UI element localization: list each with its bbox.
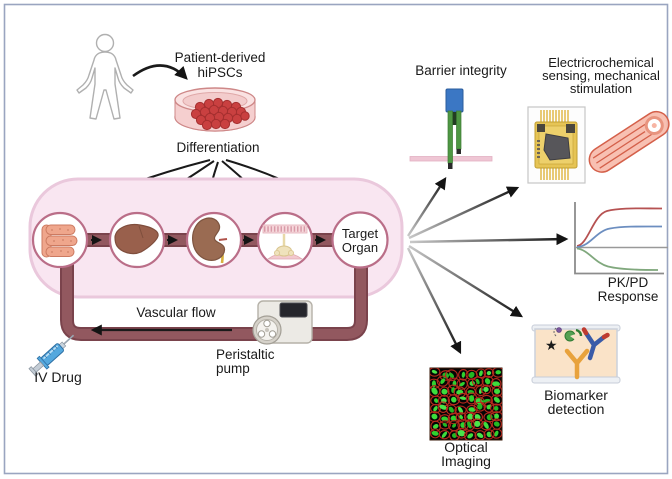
substrate-star-icon: ★ xyxy=(545,337,558,353)
organ-module-kidney xyxy=(185,211,243,269)
pkpd-curve-red xyxy=(576,207,663,247)
capture-antibody-icon xyxy=(564,348,590,380)
barrier-integrity-label: Barrier integrity xyxy=(415,63,507,78)
vascular-flow-label: Vascular flow xyxy=(136,305,216,320)
syringe-icon xyxy=(28,334,75,377)
liver-icon xyxy=(114,223,159,255)
biomarker-assay-icon: ★ xyxy=(531,324,621,384)
organ-module-alveolus xyxy=(256,211,314,269)
person-to-dish-arrow xyxy=(132,64,188,80)
human-figure-icon xyxy=(76,33,134,120)
electro-label-line3: stimulation xyxy=(570,81,632,96)
organ-module-liver xyxy=(108,211,166,269)
biomarker-label-line1: Biomarker xyxy=(544,387,608,403)
target-organ-label-line1: Target xyxy=(342,226,379,241)
pkpd-curve-green xyxy=(576,247,659,271)
fluorescence-micrograph-icon xyxy=(429,367,503,441)
optical-label-line2: Imaging xyxy=(441,453,491,469)
organ-module-intestine xyxy=(31,211,89,269)
flexible-electrode-icon xyxy=(588,110,670,173)
microelectrode-chip-icon xyxy=(527,106,586,184)
kidney-vessel xyxy=(218,238,228,241)
electro-label-line2: sensing, mechanical xyxy=(542,68,660,83)
intestine-icon xyxy=(41,224,78,258)
kidney-icon xyxy=(192,217,226,261)
pkpd-curve-blue xyxy=(576,225,663,248)
biomarker-label-line2: detection xyxy=(548,401,605,417)
optical-label-line1: Optical xyxy=(444,439,488,455)
pkpd-graph xyxy=(574,202,668,275)
petri-dish-icon xyxy=(174,87,256,132)
electro-label-line1: Electricrochemical xyxy=(548,55,654,70)
readout-fanout-arrows xyxy=(406,176,569,355)
pkpd-label-line2: Response xyxy=(598,289,659,304)
iv-drug-label: IV Drug xyxy=(34,369,81,385)
patient-derived-label-line1: Patient-derived xyxy=(175,50,266,65)
organ-module-target: Target Organ xyxy=(331,211,389,269)
peristaltic-pump-icon xyxy=(252,300,313,345)
patient-derived-label-line2: hiPSCs xyxy=(197,65,242,80)
stem-cell-colony xyxy=(190,97,250,131)
pump-label-line2: pump xyxy=(216,361,250,376)
pkpd-label-line1: PK/PD xyxy=(608,275,649,290)
alveolus-icon xyxy=(262,224,308,260)
teer-probe-icon xyxy=(409,88,493,169)
target-organ-label-line2: Organ xyxy=(342,240,378,255)
differentiation-label: Differentiation xyxy=(176,140,259,155)
analyte-dot-icon xyxy=(556,327,562,333)
pump-label-line1: Peristaltic xyxy=(216,347,275,362)
liver-lobe-line xyxy=(138,225,144,239)
